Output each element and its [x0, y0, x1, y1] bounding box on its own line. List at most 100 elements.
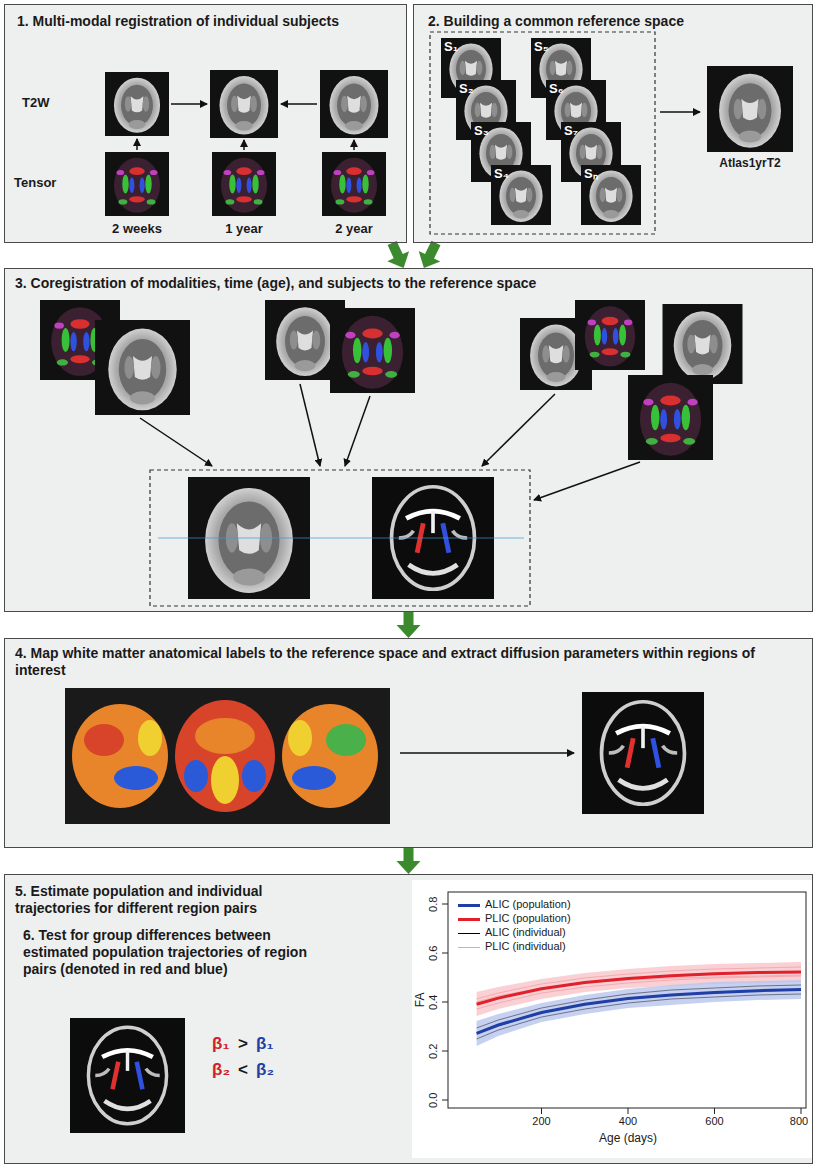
legend-text: PLIC (population) — [485, 912, 571, 924]
panel-box: 1. Multi-modal registration of individua… — [4, 4, 407, 243]
dashed-group — [430, 32, 655, 234]
brain-image — [95, 320, 190, 415]
panel-text: 6. Test for group differences between es… — [23, 927, 323, 978]
legend-text: ALIC (population) — [485, 898, 571, 910]
brain-image — [320, 70, 388, 138]
axis-ticks — [442, 904, 801, 1114]
brain-image — [210, 70, 278, 138]
legend-swatch — [458, 933, 480, 934]
tensor-image — [628, 375, 713, 460]
tensor-image — [322, 152, 386, 216]
panel5-images — [70, 880, 812, 1158]
subject-image — [581, 165, 641, 225]
arrow — [400, 752, 574, 754]
panel-backgrounds — [4, 4, 813, 1164]
panel-box: 3. Coregistration of modalities, time (a… — [4, 268, 813, 612]
guide-line — [158, 538, 524, 539]
arrow — [136, 139, 138, 150]
chart-background — [412, 880, 812, 1158]
comparison-sign: > — [238, 1034, 248, 1054]
subject-label: S₁ — [444, 40, 458, 55]
coefficient-label: β₁ — [212, 1034, 229, 1054]
panel1-images — [105, 70, 388, 216]
tick-label: 800 — [790, 1115, 808, 1128]
panel-heading: 1. Multi-modal registration of individua… — [17, 13, 347, 30]
skeleton-image — [70, 1018, 185, 1133]
panel-heading: 2. Building a common reference space — [428, 13, 798, 30]
arrow — [140, 418, 212, 466]
tick-label: 0.6 — [428, 945, 441, 960]
legend-row: ALIC (individual) — [458, 925, 571, 939]
arrow — [243, 140, 245, 150]
axis-title: Age (days) — [599, 1132, 657, 1146]
legend-swatch — [458, 918, 480, 921]
arrow — [353, 140, 355, 150]
tick-label: 600 — [705, 1115, 723, 1128]
legend-text: ALIC (individual) — [485, 926, 566, 938]
flow-arrow — [397, 612, 421, 638]
arrow — [482, 394, 555, 466]
legend-swatch — [458, 947, 480, 948]
brain-image — [663, 304, 743, 384]
subject-image — [491, 165, 551, 225]
label-rendering — [72, 700, 378, 812]
tensor-image — [105, 152, 169, 216]
arrow — [171, 103, 207, 105]
tick-label: 400 — [619, 1115, 637, 1128]
flow-arrow — [419, 241, 441, 268]
subject-label: S₂ — [459, 82, 473, 97]
tick-label: 0.2 — [428, 1043, 441, 1058]
plot-frame — [448, 892, 806, 1108]
age-label: 2 year — [335, 222, 373, 237]
population-curve — [477, 990, 801, 1034]
panel-box: 5. Estimate population and individual tr… — [4, 874, 813, 1164]
tick-label: 200 — [532, 1115, 550, 1128]
panel-box: 2. Building a common reference space — [413, 4, 813, 243]
subject-label: S₄ — [494, 167, 509, 182]
tick-label: 0.4 — [428, 994, 441, 1009]
row-label: T2W — [22, 96, 49, 111]
row-label: Tensor — [14, 176, 56, 191]
tensor-image — [575, 300, 645, 370]
coefficient-label: β₂ — [212, 1060, 230, 1080]
atlas-image — [707, 66, 793, 152]
age-label: 1 year — [225, 222, 263, 237]
arrow — [534, 462, 640, 500]
skeleton-image — [582, 692, 704, 814]
atlas-label: Atlas1yrT2 — [719, 157, 780, 171]
panel2-images — [430, 32, 793, 234]
age-label: 2 weeks — [112, 222, 162, 237]
subject-label: S₃ — [474, 124, 489, 139]
subject-label: Sₙ — [584, 167, 598, 182]
flow-arrow — [397, 848, 421, 874]
legend-swatch — [458, 904, 480, 907]
legend-text: PLIC (individual) — [485, 940, 566, 952]
legend-row: PLIC (population) — [458, 911, 571, 925]
legend-row: PLIC (individual) — [458, 939, 571, 953]
tensor-image — [212, 152, 276, 216]
coefficient-label: β₂ — [256, 1060, 274, 1080]
tick-label: 0.0 — [428, 1092, 441, 1107]
individual-lines — [477, 967, 801, 1009]
arrow — [660, 111, 700, 113]
chart-legend: ALIC (population) PLIC (population) ALIC (… — [458, 897, 571, 953]
subject-label: S₇ — [564, 124, 578, 139]
arrow — [300, 384, 320, 466]
panel3-images — [40, 300, 743, 606]
subject-label: S₆ — [549, 82, 564, 97]
legend-row: ALIC (population) — [458, 897, 571, 911]
arrow — [281, 103, 317, 105]
panel-heading: 5. Estimate population and individual tr… — [15, 883, 315, 917]
subject-label: S₅ — [534, 40, 549, 55]
confidence-band — [477, 980, 801, 1046]
render-background — [65, 688, 390, 824]
arrow — [345, 396, 370, 466]
panel-heading: 4. Map white matter anatomical labels to… — [15, 645, 795, 679]
axis-title: FA — [414, 993, 428, 1008]
panel4-images — [65, 688, 704, 824]
population-curve — [477, 972, 801, 1004]
dashed-group — [150, 470, 530, 606]
panel-box: 4. Map white matter anatomical labels to… — [4, 638, 813, 848]
